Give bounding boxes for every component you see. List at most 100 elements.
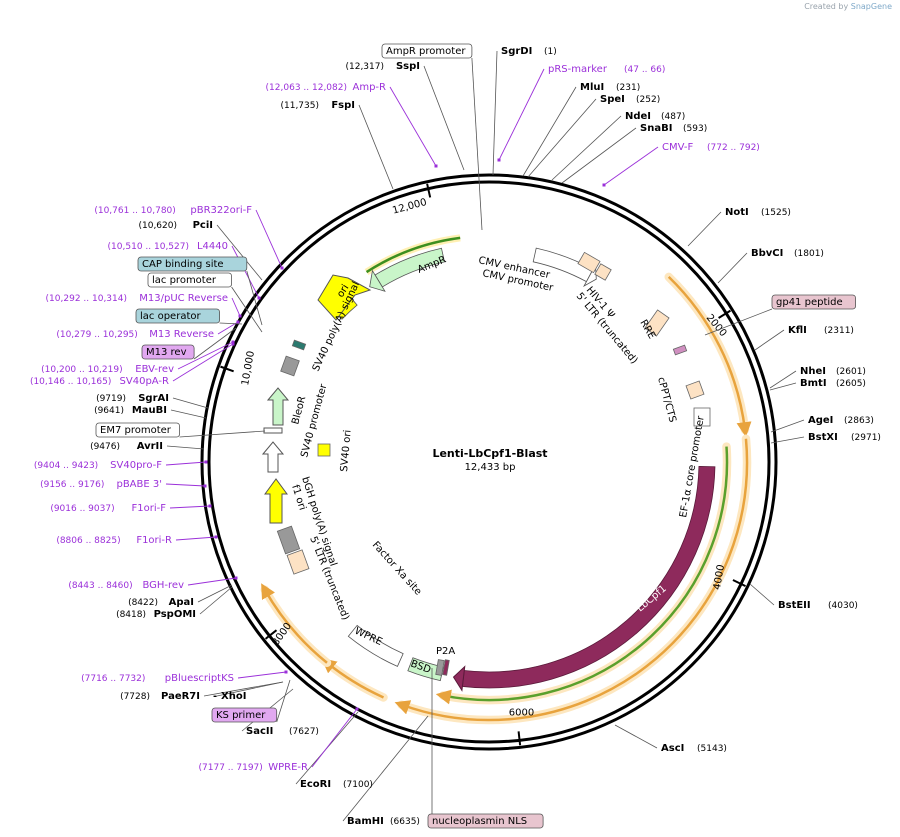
primer-site-EBV-rev [231, 340, 235, 344]
primer-range-BGH-rev: (8443 .. 8460) [68, 581, 132, 591]
lead-MauBI [170, 409, 207, 419]
lead-SspI [423, 65, 465, 171]
primer-M13 Reverse: M13 Reverse [149, 329, 214, 340]
feature-label-factor-xa: Factor Xa site [370, 540, 424, 598]
credit-brand: SnapGene [850, 2, 892, 11]
primer-range-M13/pUC Reverse: (10,292 .. 10,314) [46, 294, 127, 304]
lead-AgeI [770, 419, 805, 433]
enzyme-NheI: NheI [800, 366, 826, 377]
primer-pRS-marker: pRS-marker [548, 64, 608, 75]
lead-primer-pRS-marker [498, 68, 545, 161]
lead-AscI [614, 724, 658, 749]
enzyme-NotI: NotI [725, 207, 749, 218]
enzyme-SnaBI: SnaBI [640, 123, 672, 134]
enzyme-BstXI: BstXI [808, 432, 838, 443]
primer-range-SV40pro-F: (9404 .. 9423) [34, 461, 98, 471]
cds-ampr-head [369, 269, 386, 292]
lead-SgrAI [172, 397, 209, 409]
primer-range-pRS-marker: (47 .. 66) [624, 65, 665, 75]
lead-SpeI [527, 98, 597, 178]
primer-range-EBV-rev: (10,200 .. 10,219) [41, 365, 122, 375]
ori-yellow-big [317, 274, 372, 321]
primer-range-M13 Reverse: (10,279 .. 10,295) [56, 330, 137, 340]
lead-NotI [687, 211, 722, 247]
label-em7-promoter: EM7 promoter [100, 425, 172, 436]
lead-box-KS primer [276, 679, 291, 723]
enzyme-SgrDI: SgrDI [501, 46, 532, 57]
band-orange-2 [394, 438, 749, 722]
tick-12000 [426, 183, 432, 198]
primer-pBR322ori-F: pBR322ori-F [190, 205, 252, 216]
lead-ApaI [197, 584, 233, 603]
primer-M13/pUC Reverse: M13/pUC Reverse [139, 293, 228, 304]
primer-site-BGH-rev [234, 576, 238, 580]
enzyme-SgrAI: SgrAI [138, 393, 169, 404]
lead-primer-F1ori-R [175, 536, 217, 541]
feature-label-p2a: P2A [436, 646, 455, 657]
primer-site-pBluescriptKS [284, 670, 288, 674]
primer-L4440: L4440 [197, 241, 228, 252]
lead-box-AmpR promoter [471, 57, 483, 231]
lead-NheI [769, 370, 797, 389]
enzyme-dash-xhoi: - [213, 691, 217, 702]
label-ampr-promoter-box [381, 43, 473, 59]
enzyme-pos-ApaI: (8422) [128, 598, 158, 608]
lead-SnaBI [561, 127, 637, 184]
box-ltr3 [286, 549, 310, 575]
primer-site-SV40pA-R [231, 342, 235, 346]
enzyme-SacII: SacII [246, 726, 273, 737]
enzyme-PspOMI: PspOMI [154, 609, 196, 620]
lead-box-gp41 peptide [704, 308, 773, 336]
enzyme-pos-FspI: (11,735) [280, 101, 319, 111]
enzyme-pos-SpeI: (252) [636, 95, 660, 105]
box-gp41 [672, 344, 688, 356]
primer-range-CMV-F: (772 .. 792) [707, 143, 760, 153]
primer-site-pRS-marker [497, 158, 501, 162]
enzyme-pos-MluI: (231) [616, 83, 640, 93]
enzyme-pos-SacII: (7627) [289, 727, 319, 737]
snapgene-credit: Created by SnapGene [804, 2, 892, 11]
label-ks-primer: KS primer [216, 710, 266, 721]
lead-box-M13 rev [193, 327, 237, 360]
enzyme-pos-AvrII: (9476) [90, 442, 120, 452]
enzyme-BbvCI: BbvCI [751, 248, 783, 259]
leader-lines [165, 50, 805, 828]
lead-primer-EBV-rev [177, 341, 234, 370]
lead-PspOMI [199, 586, 233, 615]
enzyme-pos-PaeR7I: (7728) [120, 692, 150, 702]
lead-AvrII [166, 445, 205, 450]
lead-box-EM7 promoter [179, 430, 266, 438]
enzyme-pos-PciI: (10,620) [138, 221, 177, 231]
feature-label-bleor: BleoR [290, 395, 308, 426]
f1-ori-arrow [264, 478, 288, 524]
primer-site-pBABE 3' [203, 484, 207, 488]
primer-range-pBR322ori-F: (10,761 .. 10,780) [94, 206, 175, 216]
lead-primer-pBluescriptKS [237, 671, 287, 679]
enzyme-PciI: PciI [193, 220, 213, 231]
lead-MluI [522, 86, 577, 177]
label-lac-operator: lac operator [140, 311, 201, 322]
lead-primer-SV40pro-F [165, 461, 207, 466]
lead-primer-pBABE 3' [165, 483, 206, 487]
primer-range-pBABE 3': (9156 .. 9176) [40, 480, 104, 490]
lead-primer-BGH-rev [187, 577, 237, 586]
label-lac-operator-box [135, 308, 220, 324]
enzyme-BstEII: BstEII [778, 600, 811, 611]
enzyme-pos-BstEII: (4030) [828, 601, 858, 611]
lead-box-lac promoter [231, 286, 263, 333]
tick-label-10000: 10,000 [240, 350, 257, 386]
primer-site-M13 Reverse [236, 320, 240, 324]
box-rre [644, 309, 670, 337]
box-hiv-psi-2 [594, 263, 612, 281]
enzyme-pos-NheI: (2601) [836, 367, 866, 377]
primer-site-CMV-F [602, 183, 606, 187]
plasmid-size: 12,433 bp [465, 462, 516, 473]
enzyme-BamHI: BamHI [347, 816, 384, 827]
sv40-promoter-arrow [261, 441, 285, 473]
enzyme-KflI: KflI [788, 325, 807, 336]
cds-lbcpf1-head [452, 665, 466, 692]
enzyme-pos-PspOMI: (8418) [116, 610, 146, 620]
primer-range-Amp-R: (12,063 .. 12,082) [266, 83, 347, 93]
enzyme-pos-NotI: (1525) [761, 208, 791, 218]
